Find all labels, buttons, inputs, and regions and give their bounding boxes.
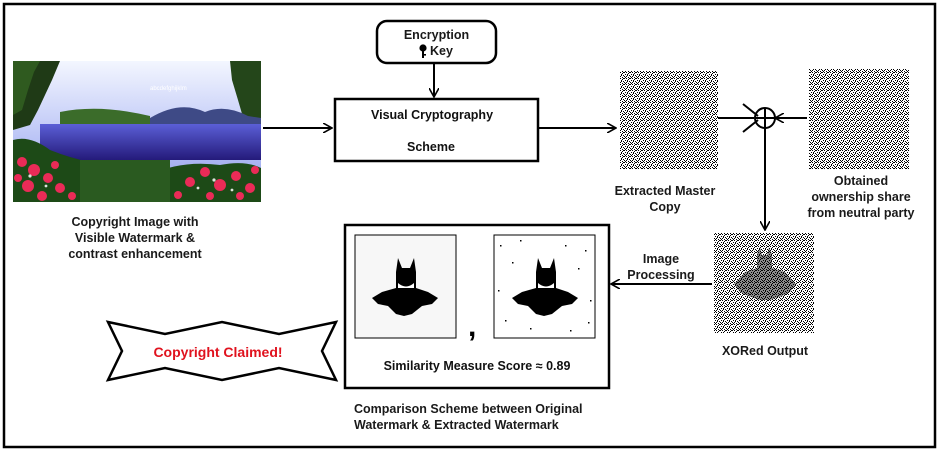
copyright-claimed-badge xyxy=(105,320,339,382)
encryption-label-line1: Encryption xyxy=(403,28,470,42)
copyright-image-caption: Copyright Image with Visible Watermark &… xyxy=(40,214,230,262)
ownership-caption-line3: from neutral party xyxy=(807,206,915,220)
image-processing-line1: Image xyxy=(642,252,680,266)
image-processing-line2: Processing xyxy=(627,268,695,282)
image-processing-label: Image Processing xyxy=(621,251,701,283)
copyright-image: abcdefghijklm xyxy=(13,61,261,202)
master-copy-caption: Extracted Master Copy xyxy=(605,183,725,215)
key-icon xyxy=(419,44,427,58)
encryption-key-box xyxy=(375,19,498,65)
copyright-caption-line2: Visible Watermark & xyxy=(74,231,196,245)
comparison-separator: , xyxy=(468,310,476,343)
vc-scheme-line1: Visual Cryptography xyxy=(371,108,494,122)
badge-text: Copyright Claimed! xyxy=(153,344,282,360)
comparison-caption: Comparison Scheme between Original Water… xyxy=(354,401,583,433)
copyright-caption-line1: Copyright Image with xyxy=(71,215,199,229)
ownership-share-image xyxy=(809,69,909,169)
vc-scheme-box xyxy=(333,97,540,163)
master-caption-line2: Copy xyxy=(649,200,681,214)
ownership-caption-line2: ownership share xyxy=(811,190,911,204)
vc-scheme-line2: Scheme xyxy=(407,140,455,154)
xored-output-caption: XORed Output xyxy=(721,344,809,358)
extracted-watermark-image xyxy=(493,234,596,339)
encryption-key-label: Encryption Key xyxy=(377,27,496,59)
original-watermark-image xyxy=(354,234,457,339)
copyright-caption-line3: contrast enhancement xyxy=(68,247,202,261)
xor-operator-icon xyxy=(742,103,776,133)
extracted-master-copy-image xyxy=(620,71,718,169)
comparison-caption-line2: Watermark & Extracted Watermark xyxy=(354,418,559,432)
ownership-share-caption: Obtained ownership share from neutral pa… xyxy=(796,173,926,221)
encryption-label-line2: Key xyxy=(430,44,453,58)
ownership-caption-line1: Obtained xyxy=(833,174,889,188)
xored-output-image xyxy=(714,233,814,333)
similarity-score: Similarity Measure Score ≈ 0.89 xyxy=(383,359,571,373)
visible-watermark-text: abcdefghijklm xyxy=(150,86,187,92)
master-caption-line1: Extracted Master xyxy=(614,184,716,198)
comparison-caption-line1: Comparison Scheme between Original xyxy=(354,402,583,416)
